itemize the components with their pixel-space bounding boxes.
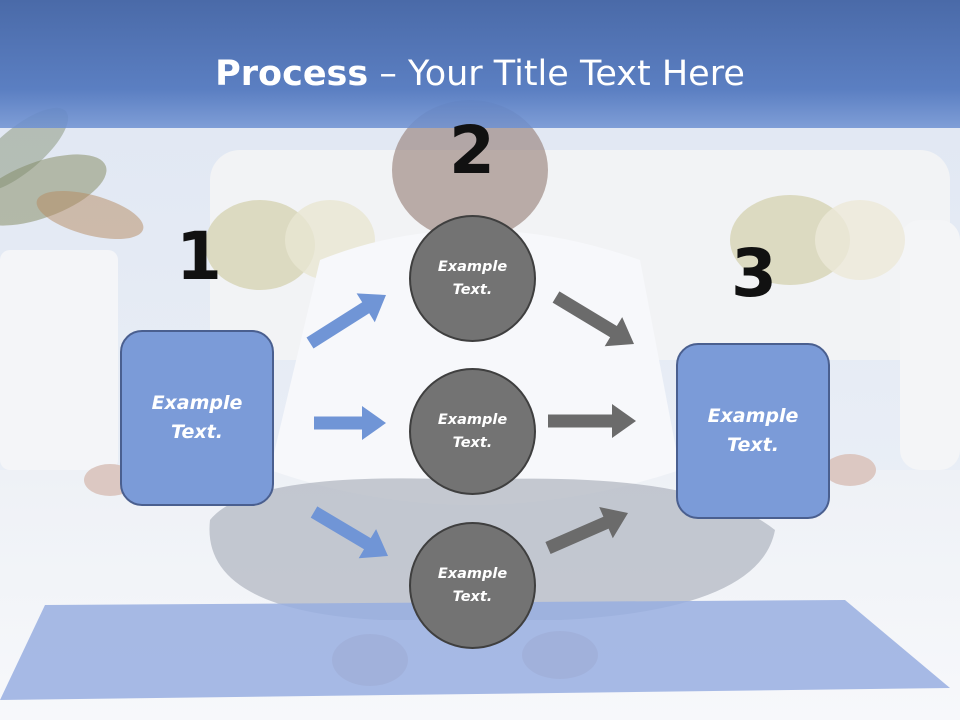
step-number-2: 2: [449, 112, 495, 189]
title-bold: Process: [215, 54, 369, 94]
arrow-box1-to-circle-bottom: [310, 506, 388, 559]
circle-middle-text: Example Text.: [437, 411, 508, 451]
circle-bottom: Example Text.: [409, 522, 536, 649]
step-box-1-text: Example Text.: [151, 392, 243, 443]
slide-title: Process – Your Title Text Here: [0, 48, 960, 100]
circle-bottom-text: Example Text.: [437, 565, 508, 605]
circle-middle: Example Text.: [409, 368, 536, 495]
title-band: [0, 0, 960, 128]
step-number-1: 1: [176, 218, 222, 295]
step-box-3-text: Example Text.: [707, 405, 799, 456]
arrow-box1-to-circle-top: [306, 293, 386, 349]
step-box-1: Example Text.: [120, 330, 274, 506]
arrow-box1-to-circle-middle: [314, 406, 386, 440]
title-rest: – Your Title Text Here: [368, 54, 745, 94]
arrow-circle-top-to-box3: [552, 291, 634, 347]
circle-top: Example Text.: [409, 215, 536, 342]
arrow-circle-middle-to-box3: [548, 404, 636, 438]
arrow-circle-bottom-to-box3: [545, 507, 628, 554]
circle-top-text: Example Text.: [437, 258, 508, 298]
step-number-3: 3: [731, 235, 777, 312]
step-box-3: Example Text.: [676, 343, 830, 519]
